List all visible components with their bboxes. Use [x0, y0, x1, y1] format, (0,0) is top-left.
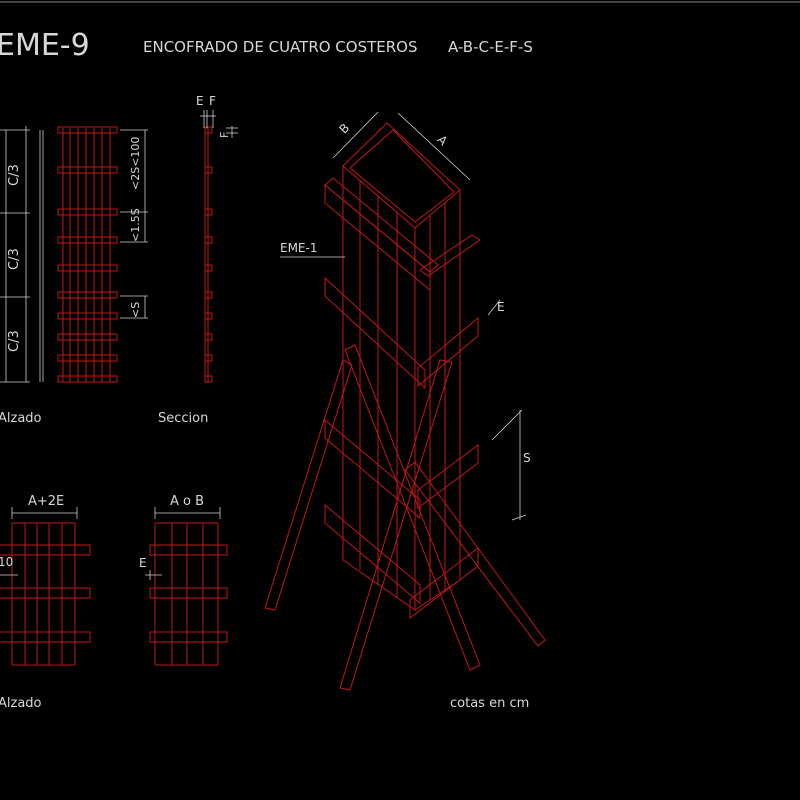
- dim-c3-middle: C/3: [7, 248, 22, 270]
- iso-dim-e: E: [497, 300, 505, 314]
- drawing-title: EME-9: [0, 28, 90, 63]
- yoke: [57, 333, 118, 341]
- yoke: [57, 166, 118, 174]
- elevation-label: Alzado: [0, 411, 42, 426]
- drawing-subtitle: ENCOFRADO DE CUATRO COSTEROS: [143, 38, 418, 56]
- yoke: [57, 375, 118, 383]
- yoke: [149, 587, 228, 599]
- yoke: [57, 208, 118, 216]
- section-label: Seccion: [158, 411, 208, 426]
- yoke: [57, 354, 118, 362]
- plan-label: Alzado: [0, 696, 42, 711]
- iso-dim-s: S: [523, 451, 531, 465]
- yoke: [149, 544, 228, 556]
- section-label-f-side: F: [218, 132, 231, 138]
- dim-c3-top: C/3: [7, 164, 22, 186]
- plan-view-1: [0, 522, 91, 666]
- iso-dim-b: B: [337, 121, 353, 137]
- plan2-offset-label: E: [139, 556, 147, 570]
- section-label-f: F: [209, 94, 216, 108]
- plan1-offset-label: 10: [0, 555, 13, 569]
- yoke: [0, 544, 91, 556]
- section-dimensions: [200, 110, 238, 138]
- dim-spacing-mid: <1.5S: [129, 208, 142, 242]
- yoke: [57, 312, 118, 320]
- plan-view-2: [149, 522, 228, 666]
- yoke: [149, 631, 228, 643]
- units-note: cotas en cm: [450, 696, 529, 711]
- yoke: [0, 587, 91, 599]
- yoke: [57, 236, 118, 244]
- isometric-dimensions: [280, 111, 527, 521]
- plan-dimensions: [0, 507, 221, 580]
- elevation-view: [57, 126, 118, 383]
- section-label-e: E: [196, 94, 204, 108]
- plan1-width-label: A+2E: [28, 494, 64, 509]
- iso-dim-a: A: [435, 133, 451, 149]
- dim-spacing-max: <2S<100: [129, 137, 142, 190]
- plan2-width-label: A o B: [170, 494, 204, 509]
- yoke: [57, 126, 118, 134]
- yoke: [57, 291, 118, 299]
- yoke: [57, 264, 118, 272]
- dim-spacing-min: <S: [129, 302, 142, 318]
- elevation-dimensions: [0, 126, 148, 383]
- board-section: [204, 127, 209, 383]
- dim-c3-bottom: C/3: [7, 330, 22, 352]
- section-view: [204, 126, 213, 383]
- yoke: [0, 631, 91, 643]
- isometric-view: [264, 122, 546, 691]
- iso-callout-eme1: EME-1: [280, 241, 317, 255]
- drawing-codes: A-B-C-E-F-S: [448, 38, 533, 56]
